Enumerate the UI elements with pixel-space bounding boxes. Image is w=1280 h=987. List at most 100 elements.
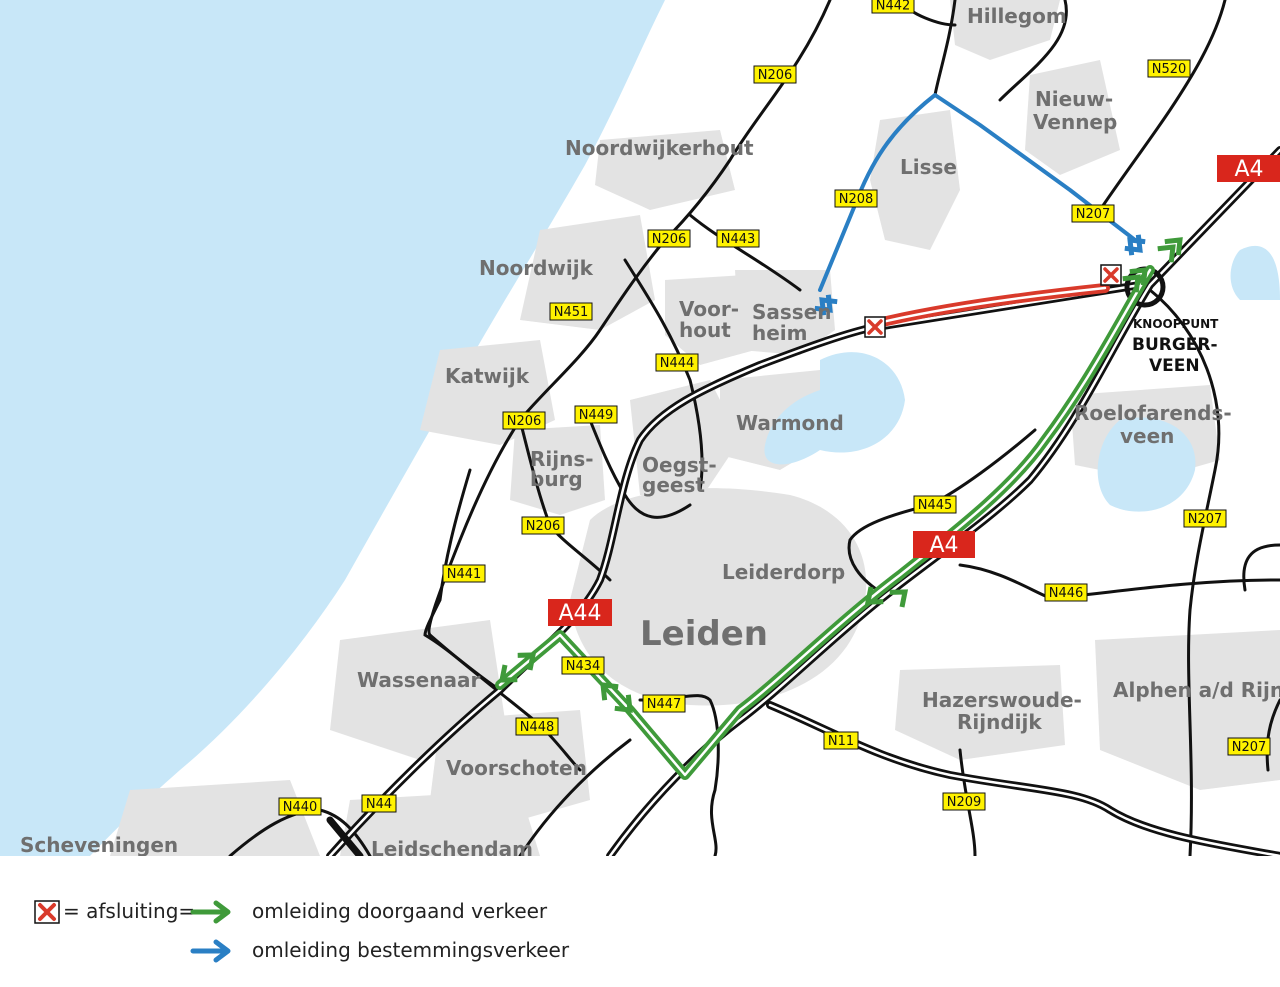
shield-a4-top: A4 bbox=[1217, 155, 1280, 182]
blue-arrow-icon bbox=[190, 939, 231, 963]
svg-text:N442: N442 bbox=[876, 0, 911, 14]
map[interactable]: Hillegom Nieuw- Vennep Noordwijkerhout L… bbox=[0, 0, 1280, 856]
urban-hillegom bbox=[950, 0, 1060, 60]
shield-n206-top: N206 bbox=[753, 65, 797, 84]
shield-n448: N448 bbox=[515, 717, 559, 736]
shield-n447: N447 bbox=[642, 694, 686, 713]
svg-text:A4: A4 bbox=[929, 533, 958, 558]
legend-through-label: omleiding doorgaand verkeer bbox=[252, 899, 548, 923]
shield-n206-low: N206 bbox=[521, 516, 565, 535]
label-voorhout-1: Voor- bbox=[679, 297, 739, 321]
road-shields: N442 N206 N520 N208 N207 N206 N443 N451 … bbox=[278, 0, 1271, 816]
shield-n207-right: N207 bbox=[1183, 509, 1227, 528]
svg-text:N445: N445 bbox=[918, 498, 953, 513]
shield-n449: N449 bbox=[574, 405, 618, 424]
road-east-spur bbox=[1242, 543, 1280, 592]
arrow-blue-sassenheim-2 bbox=[819, 297, 838, 316]
closure-a44 bbox=[865, 283, 1110, 330]
svg-text:A44: A44 bbox=[558, 601, 601, 626]
svg-text:N444: N444 bbox=[660, 356, 695, 371]
lake-kagerplassen bbox=[764, 352, 905, 465]
arrow-green-a4-mid-1 bbox=[889, 589, 909, 608]
arrow-green-n434-1 bbox=[614, 694, 633, 713]
svg-text:N207: N207 bbox=[1076, 207, 1111, 222]
label-rijnsburg-2: burg bbox=[530, 467, 583, 491]
arrow-green-a44-1 bbox=[517, 652, 537, 671]
label-sassenheim-2: heim bbox=[752, 321, 808, 345]
svg-text:N44: N44 bbox=[366, 797, 392, 812]
svg-text:N440: N440 bbox=[283, 800, 318, 815]
lake-east bbox=[1230, 245, 1280, 300]
svg-text:N443: N443 bbox=[721, 232, 756, 247]
label-voorhout-2: hout bbox=[679, 318, 731, 342]
label-nieuw-vennep-1: Nieuw- bbox=[1035, 87, 1113, 111]
arrow-green-a44-2 bbox=[498, 664, 518, 683]
label-leiderdorp: Leiderdorp bbox=[722, 560, 845, 584]
svg-text:N446: N446 bbox=[1049, 586, 1084, 601]
arrow-green-a4-top bbox=[1157, 237, 1183, 263]
label-sassenheim-1: Sassen bbox=[752, 300, 832, 324]
green-arrow-icon bbox=[190, 900, 231, 924]
urban-lisse bbox=[870, 110, 960, 250]
road-n445 bbox=[847, 428, 1037, 597]
label-rijnsburg-1: Rijns- bbox=[530, 447, 594, 471]
through-arrows bbox=[498, 237, 1183, 713]
svg-text:A4: A4 bbox=[1234, 157, 1263, 182]
shield-n440: N440 bbox=[278, 797, 322, 816]
shield-a44: A44 bbox=[548, 599, 612, 626]
north-sea bbox=[0, 0, 665, 856]
label-leidschendam: Leidschendam bbox=[371, 837, 533, 856]
label-warmond: Warmond bbox=[736, 411, 844, 435]
label-voorschoten: Voorschoten bbox=[446, 756, 587, 780]
road-hillegom-2 bbox=[998, 0, 1068, 102]
shield-n207-top: N207 bbox=[1071, 204, 1115, 223]
legend-destination-label: omleiding bestemmingsverkeer bbox=[252, 938, 570, 962]
arrow-green-a4-mid-2 bbox=[864, 586, 884, 605]
destination-arrows bbox=[814, 234, 1146, 316]
svg-text:N208: N208 bbox=[839, 192, 874, 207]
label-lisse: Lisse bbox=[900, 155, 957, 179]
road-n444 bbox=[623, 258, 704, 492]
label-oegstgeest-2: geest bbox=[642, 473, 705, 497]
urban-noordwijkerhout bbox=[595, 130, 735, 210]
label-noordwijkerhout: Noordwijkerhout bbox=[565, 136, 754, 160]
road-n207-east bbox=[1148, 288, 1221, 856]
urban-nieuw-vennep bbox=[1025, 60, 1120, 175]
svg-text:N209: N209 bbox=[947, 795, 982, 810]
label-nieuw-vennep-2: Vennep bbox=[1033, 110, 1117, 134]
motorway-shields: A4 A4 A44 bbox=[548, 155, 1280, 626]
closure-marker-burgerveen[interactable] bbox=[1100, 264, 1122, 286]
label-wassenaar: Wassenaar bbox=[357, 668, 480, 692]
shield-n208: N208 bbox=[834, 189, 878, 208]
shield-n442: N442 bbox=[871, 0, 915, 14]
road-n206-north bbox=[427, 0, 832, 637]
shield-n441: N441 bbox=[442, 564, 486, 583]
closure-marker-sassenheim[interactable] bbox=[864, 316, 886, 338]
lake-braassemermeer bbox=[1097, 417, 1196, 512]
lakes bbox=[764, 245, 1280, 512]
svg-text:N448: N448 bbox=[520, 720, 555, 735]
motorway-a44-leidschendam bbox=[326, 816, 364, 856]
label-roelofarendsveen-2: veen bbox=[1120, 424, 1174, 448]
svg-text:N207: N207 bbox=[1232, 740, 1267, 755]
svg-text:N206: N206 bbox=[652, 232, 687, 247]
detour-through-route bbox=[495, 265, 1155, 780]
shield-n11: N11 bbox=[823, 731, 859, 750]
road-leidschendam bbox=[518, 738, 632, 856]
label-leiden: Leiden bbox=[640, 614, 768, 654]
motorway-a44-inner bbox=[328, 283, 1142, 856]
label-hazerswoude-1: Hazerswoude- bbox=[922, 688, 1082, 712]
shield-n207-bottom: N207 bbox=[1227, 737, 1271, 756]
urban-oegstgeest bbox=[630, 380, 740, 500]
shield-n443: N443 bbox=[716, 229, 760, 248]
urban-scheveningen bbox=[110, 780, 320, 856]
shield-n445: N445 bbox=[913, 495, 957, 514]
svg-text:N441: N441 bbox=[447, 567, 482, 582]
shield-n206-mid: N206 bbox=[647, 229, 691, 248]
label-roelofarendsveen-1: Roelofarends- bbox=[1074, 401, 1232, 425]
place-labels: Hillegom Nieuw- Vennep Noordwijkerhout L… bbox=[20, 4, 1280, 856]
shield-n434: N434 bbox=[561, 656, 605, 675]
shield-a4-mid: A4 bbox=[913, 531, 975, 558]
shield-n446: N446 bbox=[1044, 583, 1088, 602]
shield-n44: N44 bbox=[361, 794, 397, 813]
